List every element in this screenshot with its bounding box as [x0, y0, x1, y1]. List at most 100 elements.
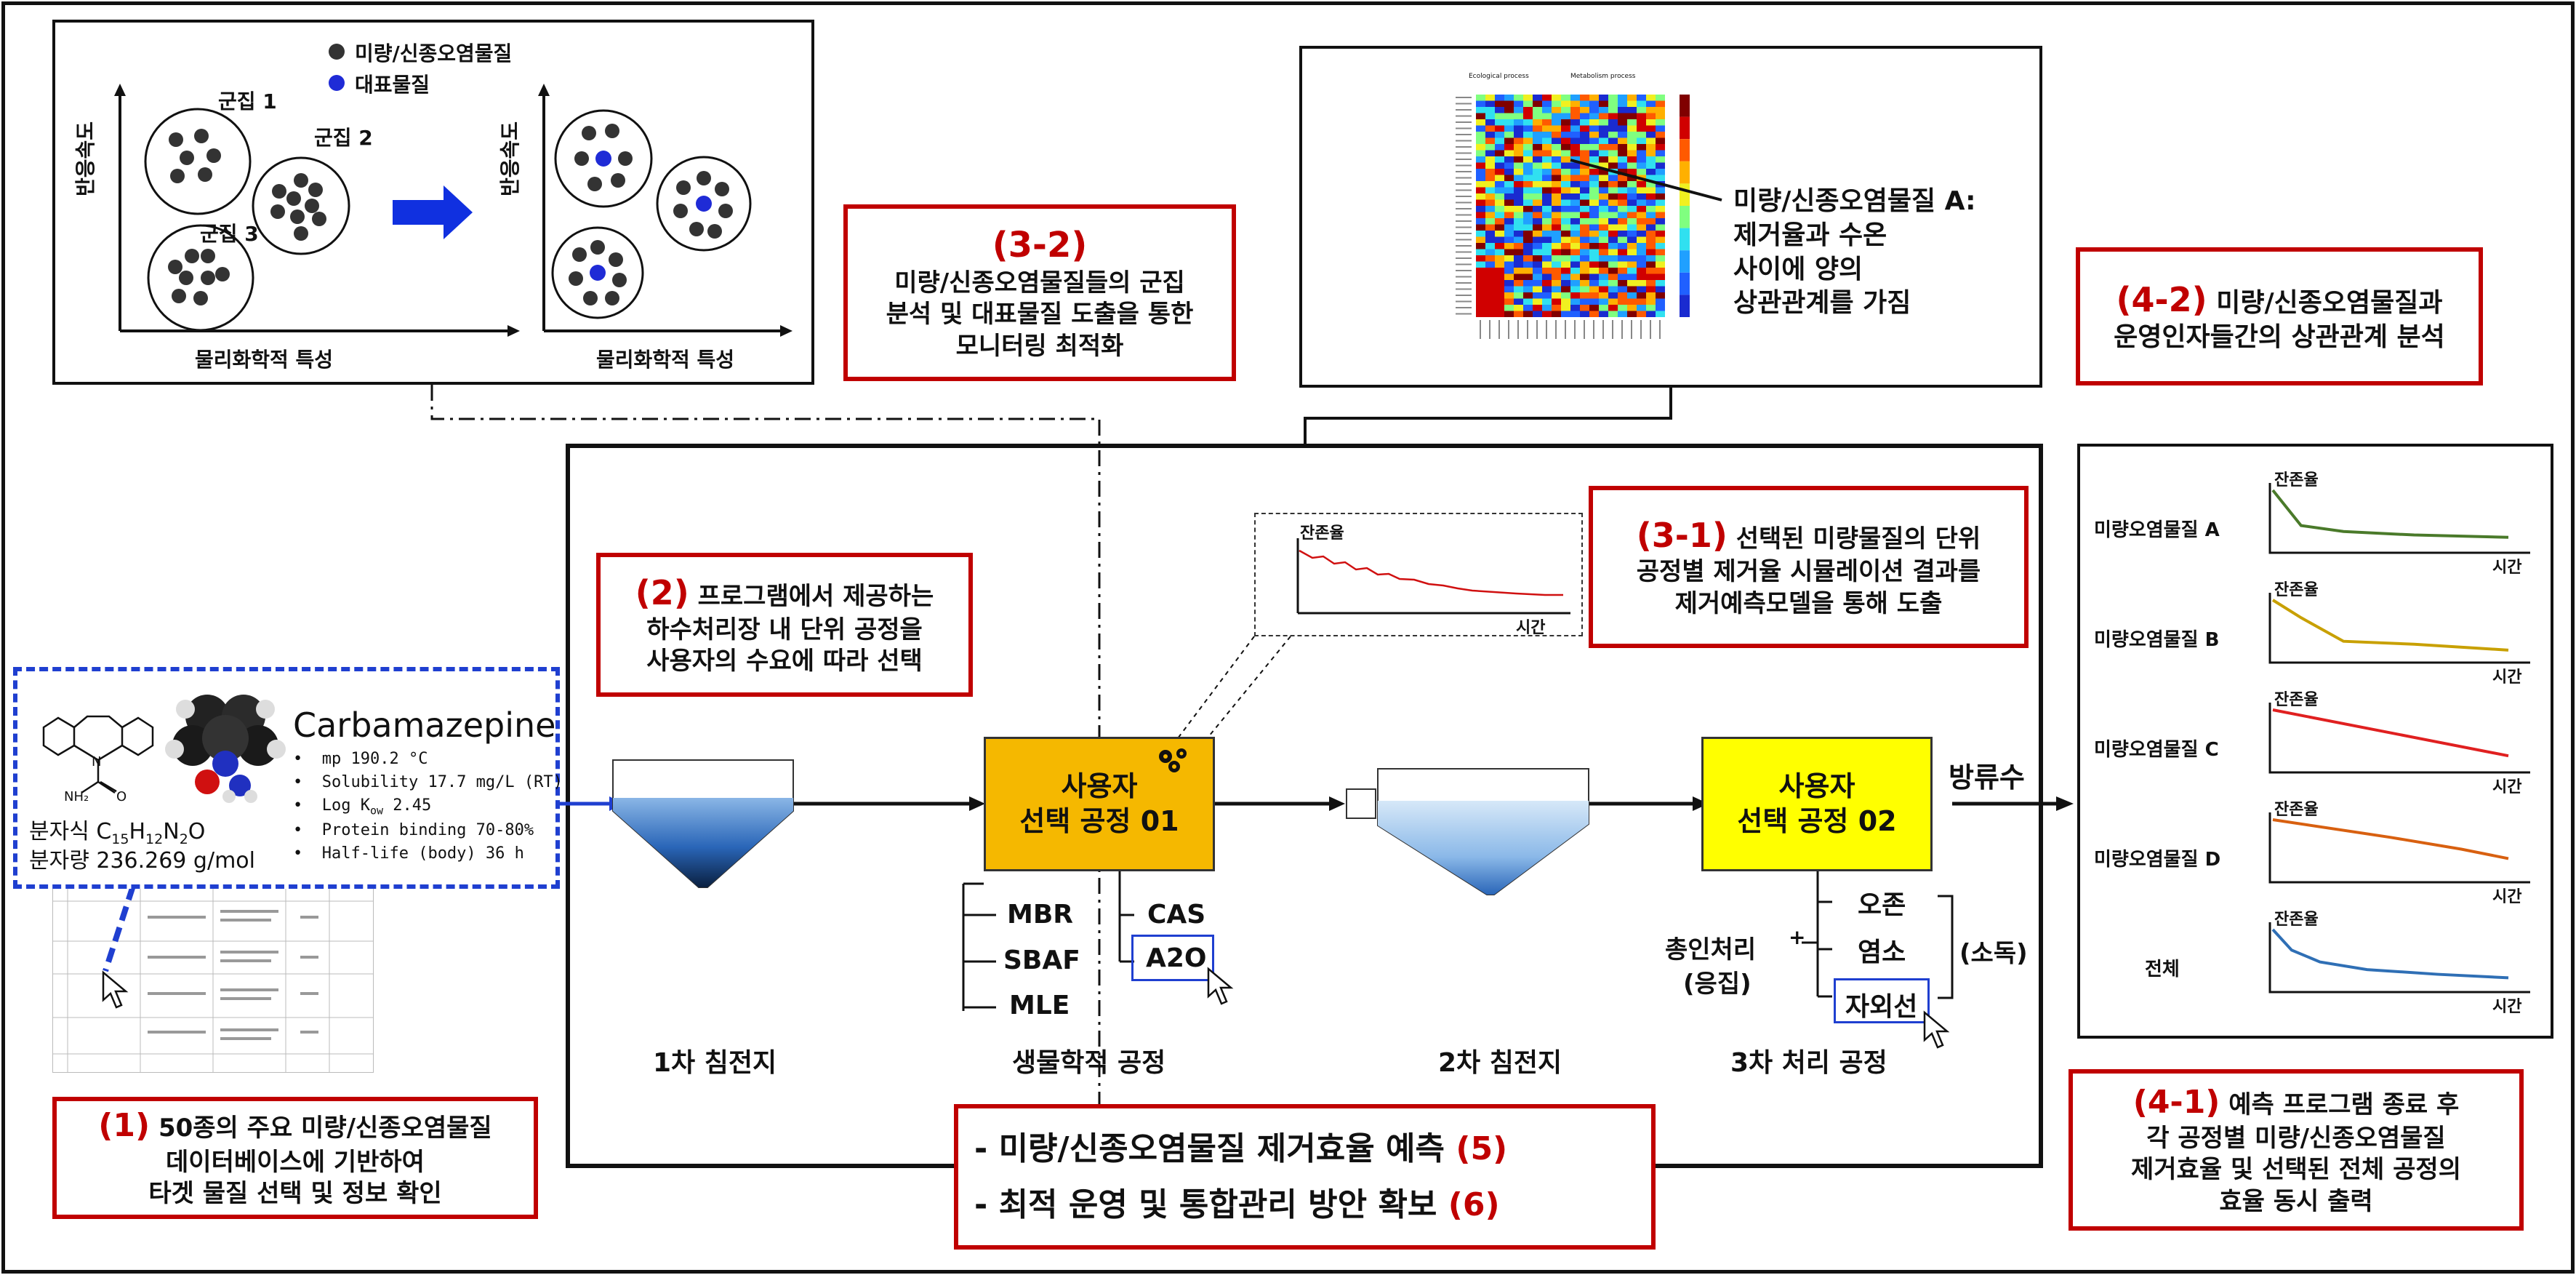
heatmap-cell	[1570, 187, 1580, 193]
result-curve	[2271, 928, 2509, 980]
heatmap-cell	[1637, 144, 1646, 151]
heatmap-cell	[1514, 100, 1523, 107]
heatmap-cell	[1523, 169, 1533, 175]
heatmap-cell	[1627, 107, 1637, 113]
heatmap-cell	[1637, 212, 1646, 218]
heatmap-cell	[1627, 280, 1637, 287]
selected-uv-box[interactable]	[1834, 978, 1930, 1023]
heatmap-cell	[1504, 113, 1514, 119]
heatmap-cell	[1495, 231, 1504, 237]
heatmap-row-label	[1456, 295, 1472, 296]
structure-n-label: N	[92, 754, 102, 770]
heatmap-cell	[1618, 119, 1627, 126]
coagulation-line1: 총인처리	[1665, 935, 1757, 964]
heatmap-cell	[1580, 193, 1589, 200]
heatmap-col-label	[1565, 320, 1566, 339]
heatmap-cell	[1552, 175, 1561, 181]
tertiary-option-chlorine[interactable]: 염소	[1858, 938, 1906, 967]
bio-option-sbaf[interactable]: SBAF	[1003, 946, 1080, 975]
heatmap-cell	[1656, 132, 1665, 138]
micro-pollutant-point	[193, 291, 208, 305]
user-process-01[interactable]: 사용자 선택 공정 01	[984, 737, 1215, 871]
box-5-number: (5)	[1456, 1130, 1508, 1167]
heatmap-cell	[1561, 255, 1570, 262]
heatmap-cell	[1618, 249, 1627, 255]
heatmap-cell	[1476, 144, 1485, 151]
tertiary-option-ozone[interactable]: 오존	[1858, 890, 1906, 920]
box-4-1: (4-1) 예측 프로그램 종료 후 각 공정별 미량/신종오염물질 제거효율 …	[2069, 1069, 2524, 1231]
heatmap-cell	[1504, 95, 1514, 101]
tertiary-option-uv[interactable]: 자외선	[1845, 992, 1918, 1022]
heatmap-cell	[1514, 175, 1523, 181]
heatmap-cell	[1627, 231, 1637, 237]
heatmap-cell	[1646, 95, 1656, 101]
heatmap-cell	[1599, 311, 1608, 317]
heatmap-cell	[1523, 231, 1533, 237]
heatmap-cell	[1646, 199, 1656, 206]
heatmap-cell	[1608, 113, 1618, 119]
micro-pollutant-point	[198, 167, 212, 182]
bio-option-mbr[interactable]: MBR	[1007, 900, 1073, 930]
heatmap-cell	[1533, 144, 1542, 151]
heatmap-cell	[1542, 113, 1552, 119]
heatmap-cell	[1533, 150, 1542, 156]
heatmap-cell	[1570, 113, 1580, 119]
heatmap-cell	[1637, 268, 1646, 274]
selected-a2o-box[interactable]	[1131, 935, 1214, 981]
micro-pollutant-point	[270, 204, 285, 219]
heatmap-cell	[1561, 298, 1570, 305]
heatmap-cell	[1495, 119, 1504, 126]
bio-option-a2o[interactable]: A2O	[1146, 943, 1207, 973]
results-panel	[2077, 444, 2553, 1039]
heatmap-header-left: Ecological process	[1469, 73, 1529, 80]
heatmap-cell	[1485, 212, 1495, 218]
heatmap-cell	[1561, 150, 1570, 156]
heatmap-cell	[1495, 298, 1504, 305]
molecular-formula: 분자식 C15H12N2O	[29, 813, 205, 847]
heatmap-cell	[1570, 125, 1580, 132]
bio-option-mle[interactable]: MLE	[1009, 991, 1070, 1020]
heatmap-cell	[1542, 150, 1552, 156]
heatmap-cell	[1561, 243, 1570, 249]
micro-pollutant-point	[673, 204, 688, 218]
prop-protein: • Protein binding 70-80%	[293, 820, 534, 839]
heatmap-cell	[1656, 119, 1665, 126]
heatmap-cell	[1646, 113, 1656, 119]
heatmap-cell	[1656, 231, 1665, 237]
heatmap-cell	[1485, 119, 1495, 126]
heatmap-cell	[1608, 255, 1618, 262]
heatmap-cell	[1646, 100, 1656, 107]
heatmap-cell	[1627, 95, 1637, 101]
heatmap-cell	[1552, 107, 1561, 113]
heatmap-cell	[1627, 243, 1637, 249]
heatmap-cell	[1608, 150, 1618, 156]
formula-n-sub: 2	[179, 831, 188, 847]
heatmap-cell	[1495, 268, 1504, 274]
representative-point	[590, 265, 606, 281]
heatmap-row-label	[1456, 226, 1472, 228]
heatmap-cell	[1580, 107, 1589, 113]
user-process-02[interactable]: 사용자 선택 공정 02	[1701, 737, 1933, 871]
heatmap-cell	[1533, 286, 1542, 292]
annot-line2: 제거율과 수온	[1733, 220, 1887, 250]
inset-chart-frame	[1254, 513, 1583, 636]
cluster-1-rep-circle	[554, 109, 653, 208]
heatmap-cell	[1542, 206, 1552, 212]
legend-rep-dot	[329, 75, 345, 91]
heatmap-col-label	[1555, 320, 1557, 339]
heatmap-cell	[1599, 292, 1608, 299]
box-4-1-line3: 제거효율 및 선택된 전체 공정의	[2131, 1155, 2461, 1185]
heatmap-cell	[1504, 231, 1514, 237]
heatmap-cell	[1646, 162, 1656, 169]
heatmap-cell	[1656, 95, 1665, 101]
heatmap-cell	[1608, 137, 1618, 144]
heatmap-cell	[1542, 298, 1552, 305]
micro-pollutant-point	[215, 267, 230, 281]
prop-mp-text: mp 190.2 °C	[321, 750, 428, 768]
micro-pollutant-point	[305, 199, 319, 213]
heatmap-cell	[1646, 132, 1656, 138]
heatmap-cell	[1514, 132, 1523, 138]
coagulation-line2: (응집)	[1683, 970, 1752, 999]
bio-option-cas[interactable]: CAS	[1147, 900, 1206, 930]
